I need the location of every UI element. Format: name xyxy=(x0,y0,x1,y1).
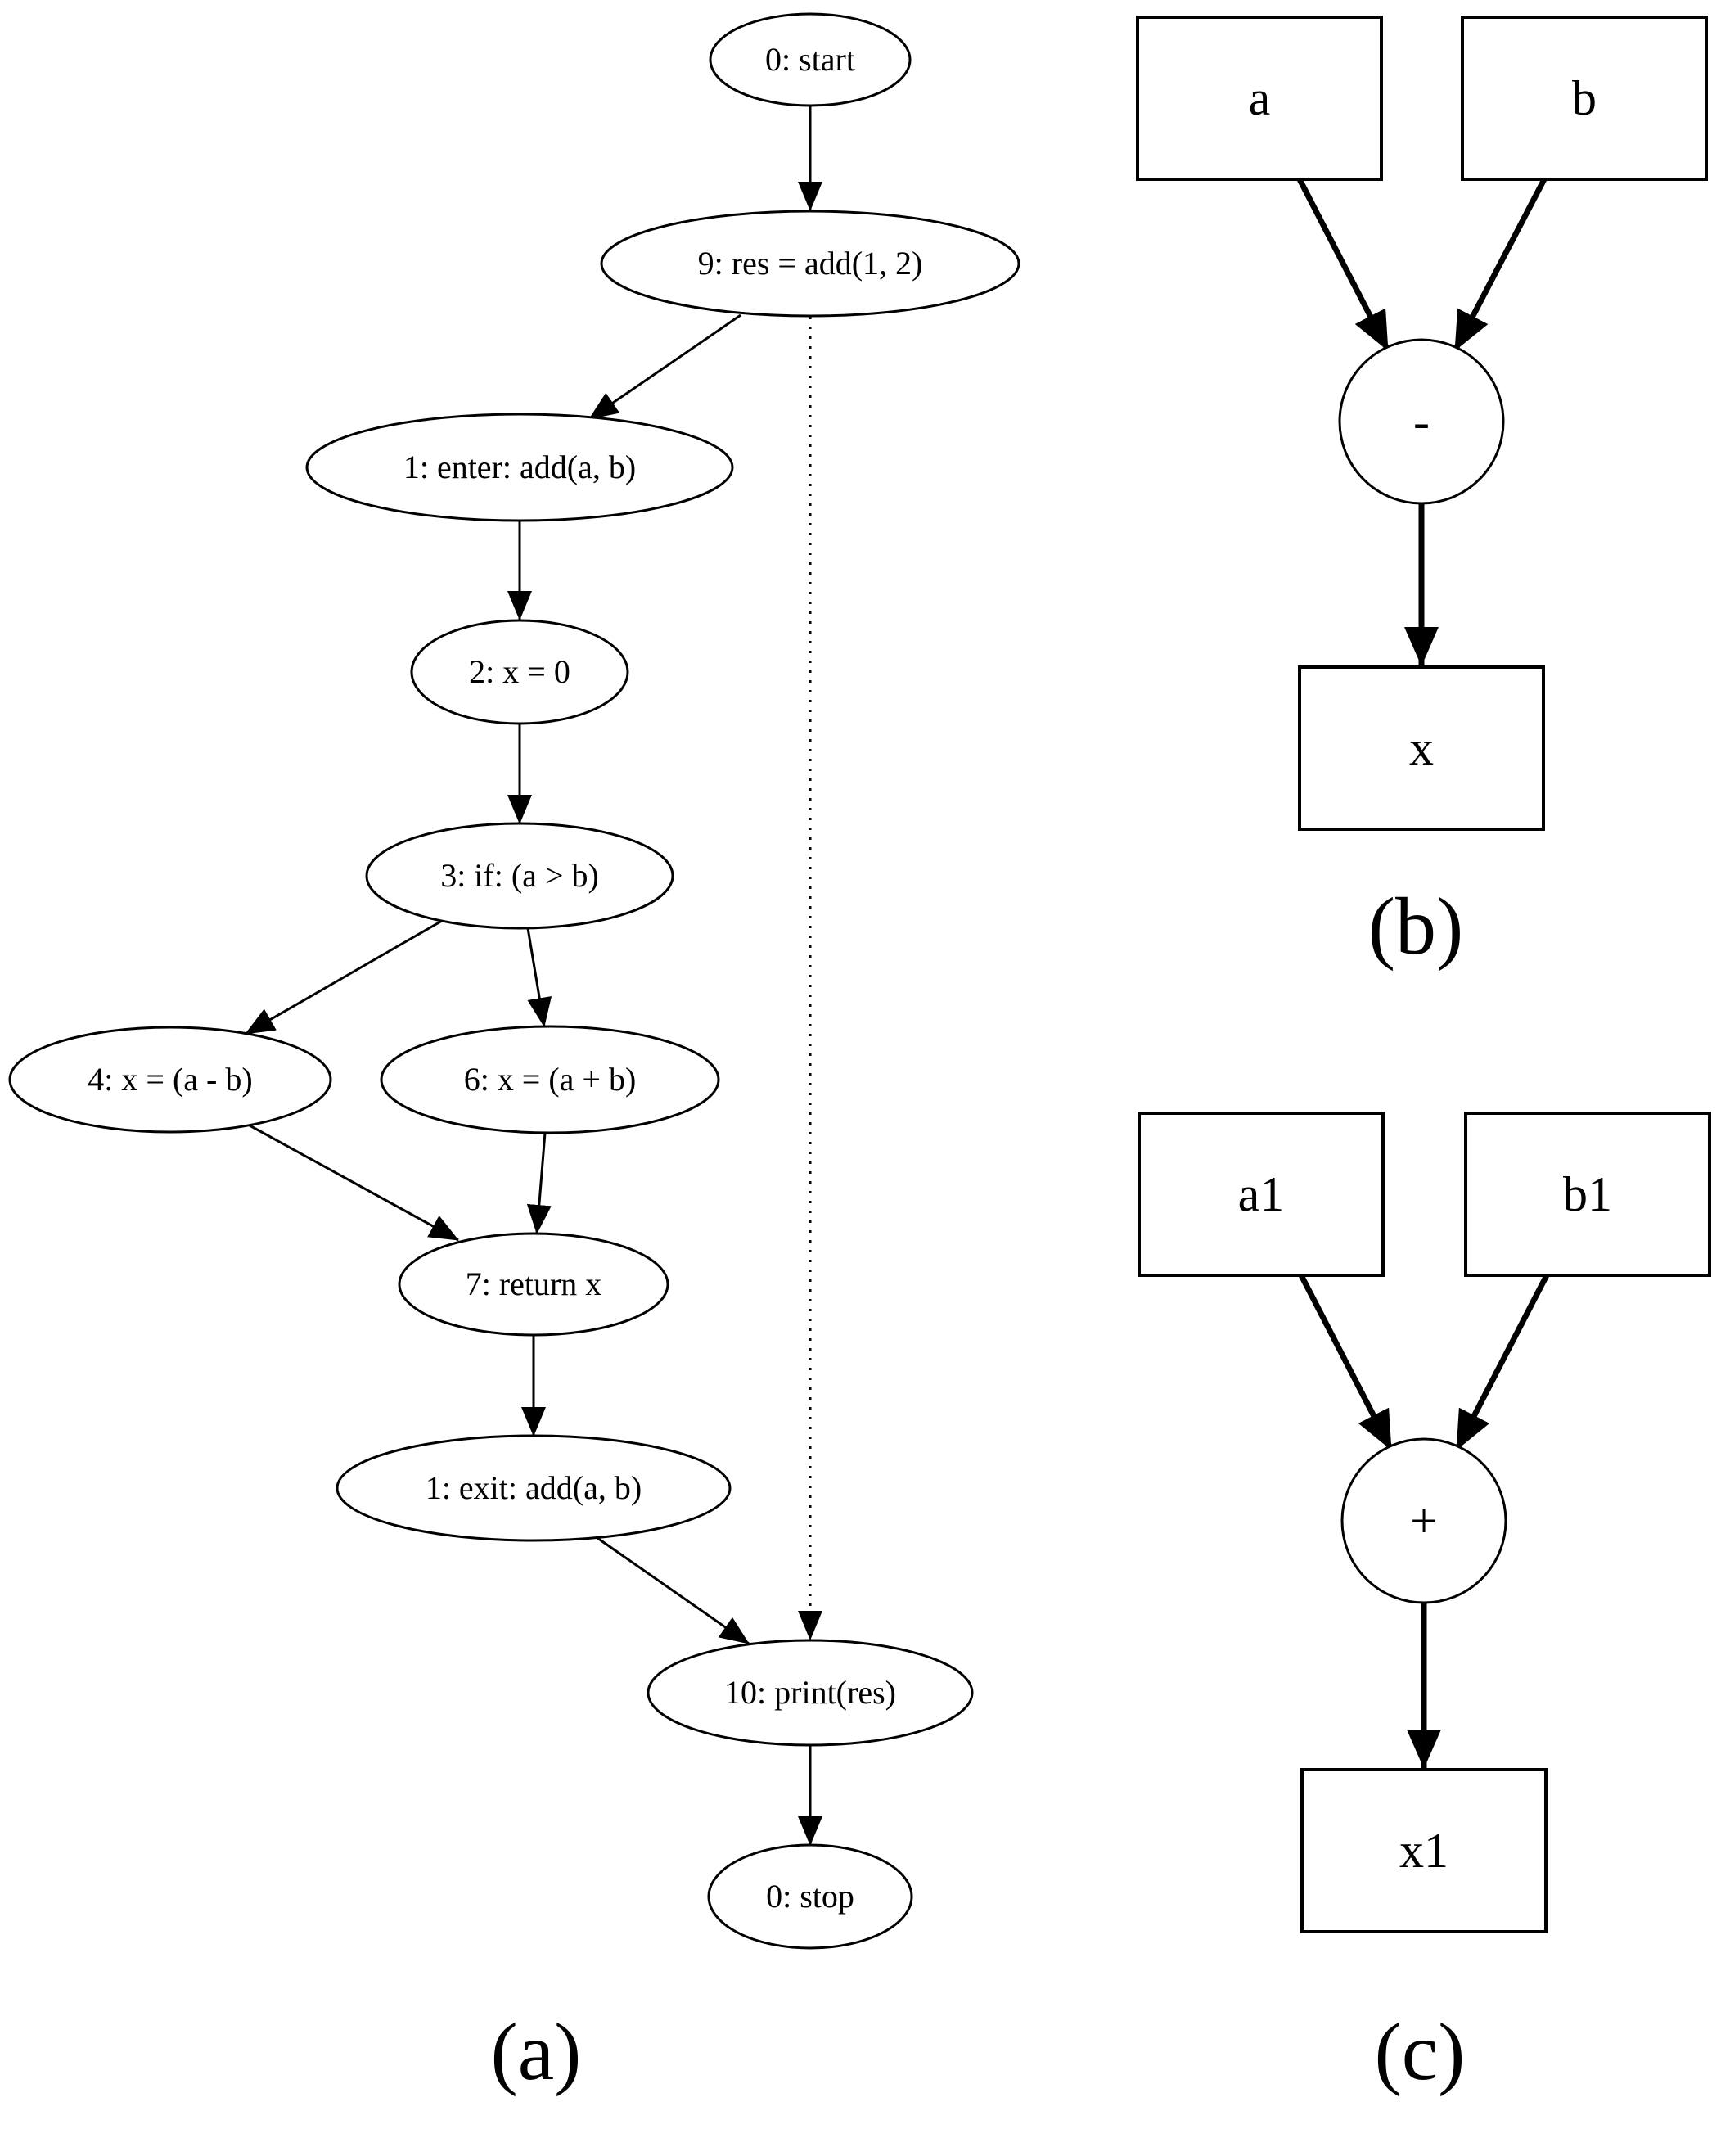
panel-c-node-b1 xyxy=(1464,1112,1711,1277)
panel-b-label-op: - xyxy=(1413,395,1430,449)
node-n9 xyxy=(600,210,1020,318)
edge-n3-to-n6 xyxy=(526,927,552,1027)
node-label-n2: 2: x = 0 xyxy=(469,653,570,690)
node-n3 xyxy=(365,822,674,930)
panel-c-label-op: + xyxy=(1410,1494,1438,1548)
panel-c-node-x1 xyxy=(1300,1768,1548,1933)
panel-b-node-b xyxy=(1461,16,1708,181)
panel-c-dataflow-graph: a1 b1 + x1 xyxy=(1138,1112,1711,1933)
node-label-n7: 7: return x xyxy=(466,1265,602,1302)
edge-n3-to-n4 xyxy=(245,919,443,1035)
node-label-n9: 9: res = add(1, 2) xyxy=(698,245,923,282)
panel-c-node-op xyxy=(1340,1437,1507,1604)
node-start xyxy=(709,12,912,107)
edge-n6-to-n7 xyxy=(526,1132,552,1234)
node-label-n1enter: 1: enter: add(a, b) xyxy=(403,449,636,485)
node-n10 xyxy=(647,1639,974,1747)
caption-c: (c) xyxy=(1375,2006,1466,2097)
node-n4 xyxy=(8,1026,332,1134)
node-label-start: 0: start xyxy=(765,41,855,78)
node-stop xyxy=(707,1843,913,1950)
node-label-n1exit: 1: exit: add(a, b) xyxy=(426,1469,642,1506)
panel-b-edge-b-to-op xyxy=(1452,178,1548,352)
panel-b-node-a xyxy=(1136,16,1383,181)
panel-c-edge-b1-to-op xyxy=(1453,1274,1550,1451)
node-n6 xyxy=(380,1025,720,1134)
panel-c-edge-a1-to-op xyxy=(1298,1274,1394,1451)
panel-b-dataflow-graph: a b - x xyxy=(1136,16,1708,831)
caption-a: (a) xyxy=(491,2006,582,2097)
edge-n4-to-n7 xyxy=(249,1124,459,1242)
edge-n9-to-n1enter xyxy=(588,313,741,421)
node-n1enter xyxy=(305,413,734,522)
node-label-n10: 10: print(res) xyxy=(724,1674,896,1711)
panel-a-control-flow-graph: 0: start 9: res = add(1, 2) 1: enter: add(… xyxy=(8,12,1020,1950)
panel-b-edge-a-to-op xyxy=(1296,178,1391,352)
panel-b-node-op xyxy=(1338,338,1505,505)
node-label-n4: 4: x = (a - b) xyxy=(88,1061,252,1098)
panel-c-label-a1: a1 xyxy=(1238,1167,1285,1221)
node-n7 xyxy=(398,1232,669,1337)
node-n1exit xyxy=(336,1434,732,1542)
node-label-stop: 0: stop xyxy=(766,1878,854,1915)
node-label-n6: 6: x = (a + b) xyxy=(464,1061,637,1098)
node-label-n3: 3: if: (a > b) xyxy=(440,857,599,894)
panel-c-label-x1: x1 xyxy=(1399,1824,1448,1878)
edge-n1exit-to-n10 xyxy=(597,1536,750,1645)
panel-c-label-b1: b1 xyxy=(1563,1167,1612,1221)
panel-b-label-x: x xyxy=(1409,721,1434,775)
panel-b-node-x xyxy=(1298,665,1545,831)
node-n2 xyxy=(410,619,629,725)
panel-b-label-b: b xyxy=(1572,71,1597,125)
panel-c-node-a1 xyxy=(1138,1112,1385,1277)
caption-b: (b) xyxy=(1368,881,1464,972)
panel-b-label-a: a xyxy=(1249,71,1271,125)
